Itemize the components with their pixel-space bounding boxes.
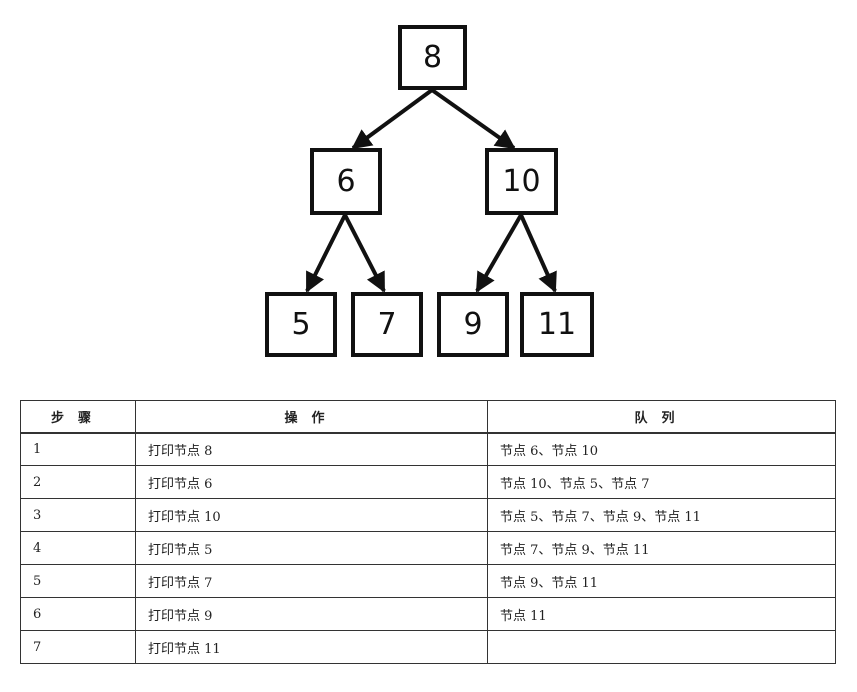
header-queue: 队列 bbox=[487, 400, 836, 434]
edge-8-to-10 bbox=[430, 88, 516, 150]
traversal-trace-table: 步骤 操作 队列 1 打印节点 8 节点 6、节点 10 2 打印节点 6 节点… bbox=[20, 400, 836, 664]
node-7: 7 bbox=[351, 292, 423, 357]
step-cell: 7 bbox=[20, 630, 136, 664]
table-row: 3 打印节点 10 节点 5、节点 7、节点 9、节点 11 bbox=[20, 498, 836, 532]
node-10: 10 bbox=[485, 148, 558, 215]
step-cell: 4 bbox=[20, 531, 136, 565]
node-11-label: 11 bbox=[538, 307, 576, 342]
edge-10-to-9 bbox=[475, 213, 523, 293]
node-8: 8 bbox=[398, 25, 467, 90]
operation-cell: 打印节点 6 bbox=[135, 465, 488, 499]
table-header-row: 步骤 操作 队列 bbox=[20, 400, 836, 434]
node-6: 6 bbox=[310, 148, 382, 215]
table-row: 4 打印节点 5 节点 7、节点 9、节点 11 bbox=[20, 531, 836, 565]
edge-10-to-11 bbox=[519, 214, 557, 293]
queue-cell: 节点 5、节点 7、节点 9、节点 11 bbox=[487, 498, 836, 532]
node-9-label: 9 bbox=[463, 307, 482, 342]
queue-cell bbox=[487, 630, 836, 664]
operation-cell: 打印节点 5 bbox=[135, 531, 488, 565]
step-cell: 5 bbox=[20, 564, 136, 598]
header-operation: 操作 bbox=[135, 400, 488, 434]
edge-6-to-5 bbox=[305, 214, 347, 293]
step-cell: 2 bbox=[20, 465, 136, 499]
node-8-label: 8 bbox=[423, 40, 442, 75]
binary-tree-diagram: 8 6 10 5 7 9 11 bbox=[265, 25, 594, 357]
operation-cell: 打印节点 8 bbox=[135, 432, 488, 466]
header-step: 步骤 bbox=[20, 400, 136, 434]
queue-cell: 节点 11 bbox=[487, 597, 836, 631]
operation-cell: 打印节点 9 bbox=[135, 597, 488, 631]
table-row: 7 打印节点 11 bbox=[20, 630, 836, 664]
node-5: 5 bbox=[265, 292, 337, 357]
step-cell: 3 bbox=[20, 498, 136, 532]
queue-cell: 节点 6、节点 10 bbox=[487, 432, 836, 466]
queue-cell: 节点 7、节点 9、节点 11 bbox=[487, 531, 836, 565]
node-10-label: 10 bbox=[502, 164, 540, 199]
edge-6-to-7 bbox=[343, 214, 386, 293]
operation-cell: 打印节点 7 bbox=[135, 564, 488, 598]
step-cell: 6 bbox=[20, 597, 136, 631]
node-11: 11 bbox=[520, 292, 594, 357]
edge-8-to-6 bbox=[351, 88, 434, 150]
queue-cell: 节点 10、节点 5、节点 7 bbox=[487, 465, 836, 499]
table-row: 6 打印节点 9 节点 11 bbox=[20, 597, 836, 631]
queue-cell: 节点 9、节点 11 bbox=[487, 564, 836, 598]
table-row: 2 打印节点 6 节点 10、节点 5、节点 7 bbox=[20, 465, 836, 499]
table-row: 1 打印节点 8 节点 6、节点 10 bbox=[20, 432, 836, 466]
node-9: 9 bbox=[437, 292, 509, 357]
node-6-label: 6 bbox=[336, 164, 355, 199]
operation-cell: 打印节点 10 bbox=[135, 498, 488, 532]
table-row: 5 打印节点 7 节点 9、节点 11 bbox=[20, 564, 836, 598]
node-7-label: 7 bbox=[377, 307, 396, 342]
node-5-label: 5 bbox=[291, 307, 310, 342]
step-cell: 1 bbox=[20, 432, 136, 466]
operation-cell: 打印节点 11 bbox=[135, 630, 488, 664]
